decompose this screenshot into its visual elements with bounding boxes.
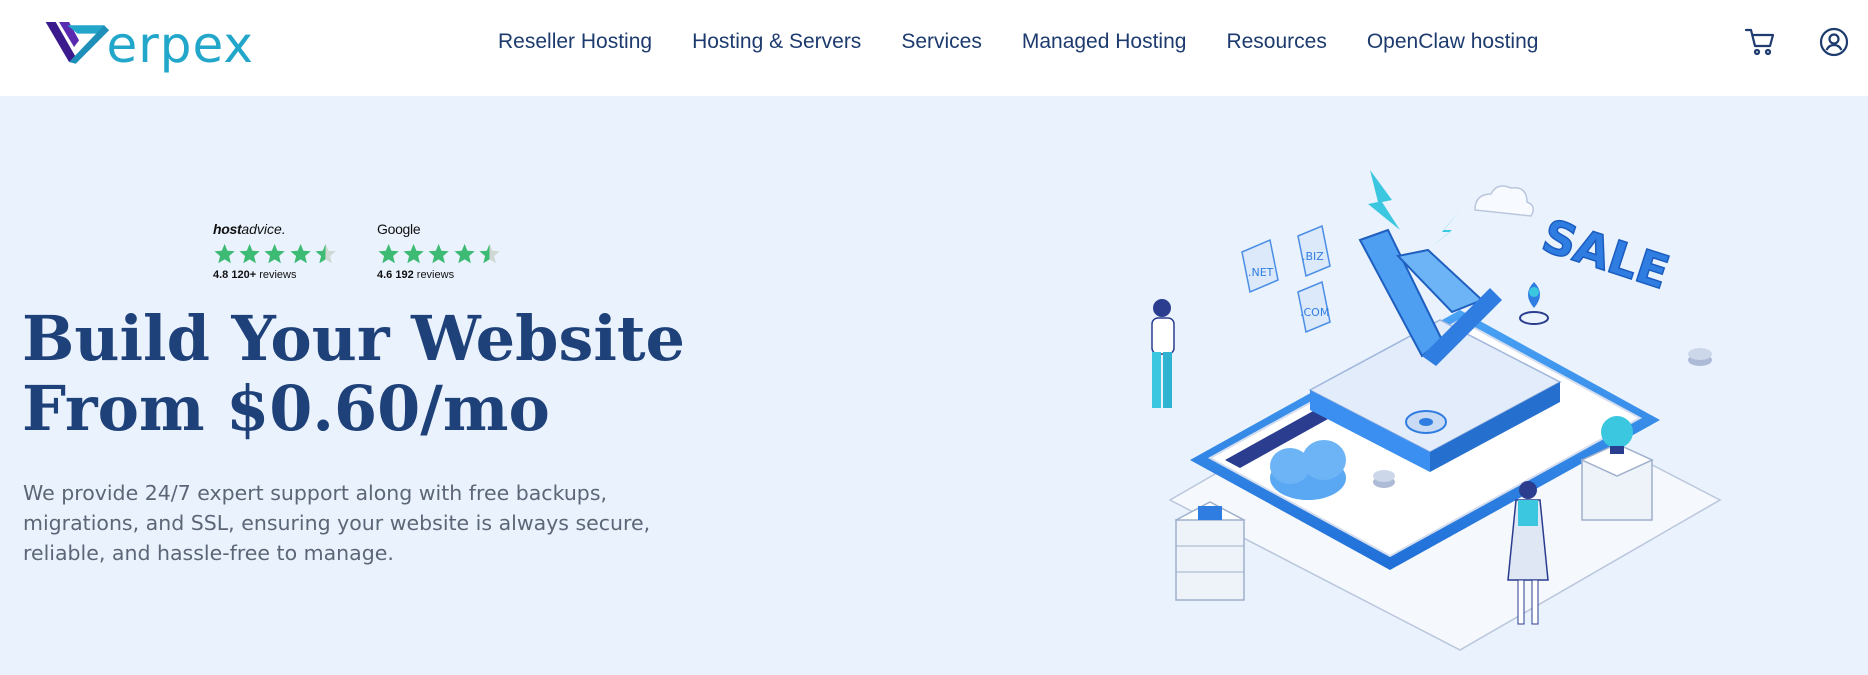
cloud-outline-icon	[1474, 185, 1534, 217]
coin-stack-icon	[1373, 470, 1395, 488]
domain-tag-biz: .BIZ	[1297, 224, 1331, 278]
header-actions	[1740, 22, 1854, 62]
star-icon	[264, 243, 286, 264]
brand-logo[interactable]: erpex	[44, 12, 254, 74]
coin-stack-icon	[1688, 348, 1712, 366]
main-nav: Reseller Hosting Hosting & Servers Servi…	[478, 26, 1558, 58]
rating-hostadvice[interactable]: hostadvice. 4.8 120+ reviews	[213, 220, 337, 281]
person-figure	[1151, 299, 1175, 408]
svg-text:.NET: .NET	[1248, 266, 1274, 279]
svg-text:.BIZ: .BIZ	[1302, 250, 1324, 263]
domain-tag-com: .COM	[1297, 280, 1331, 334]
star-icon	[378, 243, 399, 264]
domain-tag-net: .NET	[1241, 238, 1279, 294]
nav-openclaw-hosting[interactable]: OpenClaw hosting	[1366, 30, 1539, 53]
star-icon	[454, 243, 475, 264]
ratings-row: hostadvice. 4.8 120+ reviews Google 4.6 …	[213, 220, 501, 281]
hero-title-line-1: Build Your Website	[22, 302, 685, 375]
v-logo-3d	[1358, 228, 1444, 358]
star-icon	[290, 243, 311, 264]
hostadvice-logo: hostadvice.	[213, 221, 286, 237]
star-rating	[377, 242, 501, 266]
cart-icon[interactable]	[1740, 22, 1780, 62]
star-icon	[239, 243, 260, 264]
brand-name: erpex	[106, 16, 254, 74]
site-header: erpex Reseller Hosting Hosting & Servers…	[0, 0, 1868, 96]
nav-services[interactable]: Services	[901, 30, 982, 53]
star-icon	[428, 243, 450, 264]
hero-title-line-2: From $0.60/mo	[22, 372, 550, 445]
rating-meta: 4.8 120+ reviews	[213, 269, 297, 281]
star-rating	[213, 242, 337, 266]
lightbulb-icon	[1580, 416, 1654, 521]
brand-mark-icon	[45, 21, 110, 64]
lightning-icon	[1368, 170, 1400, 230]
gear-icon	[1405, 410, 1447, 434]
user-account-icon[interactable]	[1814, 22, 1854, 62]
svg-text:.COM: .COM	[1300, 306, 1329, 319]
rating-meta: 4.6 192 reviews	[377, 269, 455, 281]
google-logo: Google	[377, 221, 421, 237]
star-icon	[214, 243, 235, 264]
nav-resources[interactable]: Resources	[1226, 30, 1327, 53]
server-stack-icon	[1174, 501, 1246, 601]
star-icon	[479, 243, 500, 264]
nav-hosting-servers[interactable]: Hosting & Servers	[692, 30, 862, 53]
person-figure	[1507, 481, 1549, 625]
hero-description: We provide 24/7 expert support along wit…	[23, 481, 651, 565]
lightning-icon	[1430, 210, 1460, 248]
star-icon	[403, 243, 424, 264]
cloud-icon	[1270, 440, 1346, 500]
star-icon	[315, 243, 336, 264]
location-pin-icon	[1519, 282, 1549, 325]
hosting-illustration: .NET .BIZ .COM SALE	[1151, 170, 1722, 651]
nav-managed-hosting[interactable]: Managed Hosting	[1021, 30, 1187, 53]
hero-title: Build Your Website From $0.60/mo	[22, 304, 685, 444]
nav-reseller-hosting[interactable]: Reseller Hosting	[498, 30, 653, 53]
rating-google[interactable]: Google 4.6 192 reviews	[377, 220, 501, 281]
sale-sign: SALE	[1536, 208, 1676, 299]
